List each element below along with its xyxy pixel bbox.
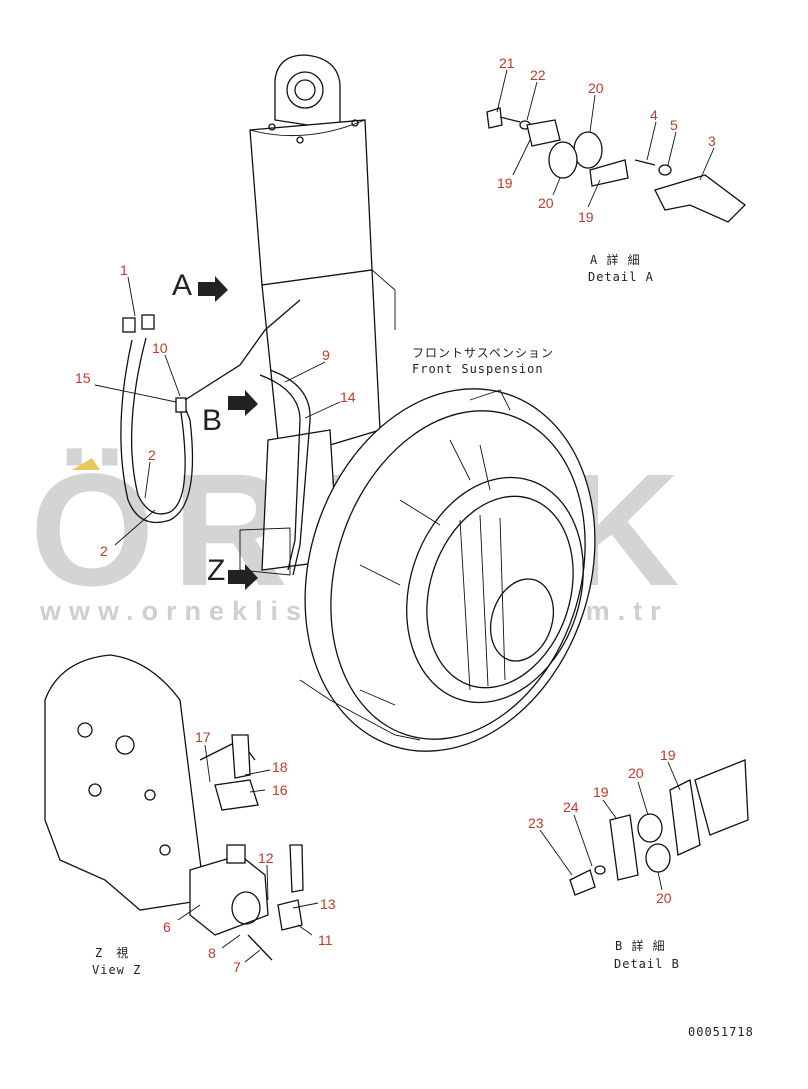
part-number: 21: [499, 55, 515, 71]
part-number: 11: [318, 932, 333, 948]
part-number: 12: [258, 850, 274, 866]
arrow-b-letter: B: [202, 404, 222, 437]
front-suspension-label-jp: フロントサスペンション: [412, 346, 554, 360]
view-z-plate: [44, 654, 256, 911]
part-number: 9: [322, 347, 330, 363]
arrow-b-icon: [228, 390, 258, 416]
captions: フロントサスペンション Front Suspension A 詳 細 Detai…: [92, 252, 754, 1039]
arrow-a-icon: [198, 276, 228, 302]
part-number: 19: [660, 747, 676, 763]
part-number: 8: [208, 945, 216, 961]
part-number: 15: [75, 370, 91, 386]
part-number: 10: [152, 340, 168, 356]
detail-a-parts: [486, 107, 746, 223]
view-z-label-jp: Z 視: [95, 945, 129, 960]
part-number: 19: [497, 175, 513, 191]
view-arrows: A B Z: [172, 269, 258, 590]
part-number: 22: [530, 67, 546, 83]
detail-a-label-en: Detail A: [588, 270, 654, 284]
detail-b-label-en: Detail B: [614, 957, 680, 971]
part-number: 2: [148, 447, 156, 463]
part-number: 3: [708, 133, 716, 149]
part-number: 2: [100, 543, 108, 559]
part-number: 20: [628, 765, 644, 781]
part-number: 23: [528, 815, 544, 831]
part-number: 7: [233, 959, 241, 975]
part-numbers: 21 22 20 4 5 3 19 20 19 1 10 15 2 2 9 14…: [75, 55, 716, 975]
part-number: 13: [320, 896, 336, 912]
part-number: 18: [272, 759, 288, 775]
part-number: 16: [272, 782, 288, 798]
arrow-z-icon: [228, 564, 258, 590]
arrow-a-letter: A: [172, 269, 192, 302]
front-suspension-label-en: Front Suspension: [412, 362, 544, 376]
part-number: 19: [578, 209, 594, 225]
hose-assembly: [120, 299, 311, 576]
detail-a-label-jp: A 詳 細: [590, 252, 641, 267]
suspension-cylinder: [239, 54, 396, 576]
part-number: 6: [163, 919, 171, 935]
part-number: 1: [120, 262, 128, 278]
view-z-valve: [189, 734, 304, 961]
part-number: 20: [656, 890, 672, 906]
part-number: 19: [593, 784, 609, 800]
part-number: 24: [563, 799, 579, 815]
part-number: 14: [340, 389, 356, 405]
part-number: 20: [588, 80, 604, 96]
drawing-number: 00051718: [688, 1025, 754, 1039]
leader-lines: [94, 69, 715, 963]
part-number: 17: [195, 729, 211, 745]
detail-b-parts: [569, 759, 749, 896]
arrow-z-letter: Z: [207, 554, 225, 587]
watermark-accent: [72, 458, 100, 470]
part-number: 20: [538, 195, 554, 211]
detail-b-label-jp: B 詳 細: [615, 938, 666, 953]
view-z-label-en: View Z: [92, 963, 141, 977]
part-number: 4: [650, 107, 658, 123]
wheel-hub: [299, 388, 596, 752]
part-number: 5: [670, 117, 678, 133]
